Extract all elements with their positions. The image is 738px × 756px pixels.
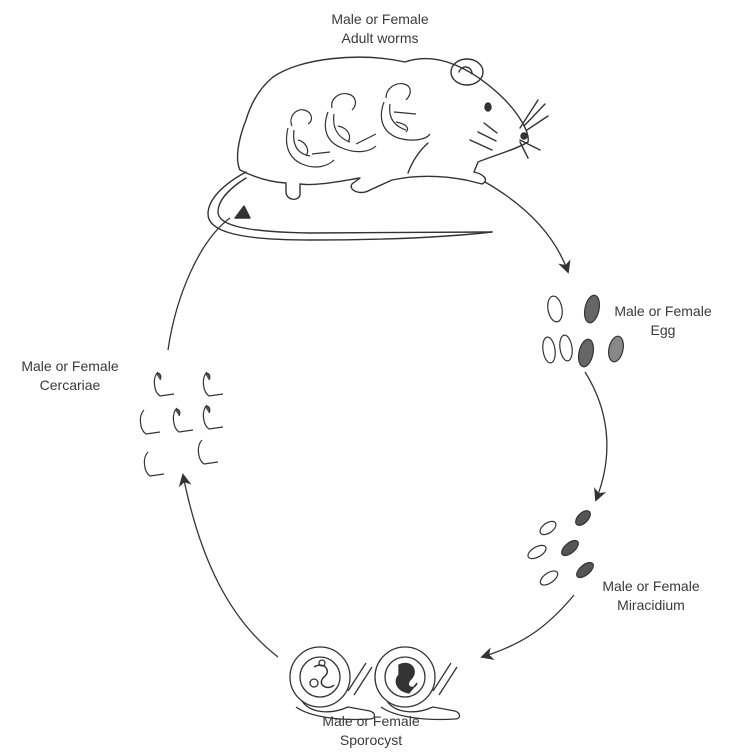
label-cercariae: Male or Female Cercariae: [0, 357, 140, 395]
label-egg: Male or Female Egg: [608, 302, 718, 340]
adult-worm-icon: [287, 110, 334, 167]
miracidium-icon: [573, 508, 593, 528]
egg-icon: [576, 338, 596, 368]
label-line: Male or Female: [296, 712, 446, 731]
adult-worm-icon: [381, 84, 430, 140]
adult-worm-icon: [325, 94, 376, 152]
label-line: Male or Female: [608, 302, 718, 321]
sporocyst-icon: [396, 663, 417, 693]
cercaria-icon: [154, 372, 174, 396]
cycle-arrow: [585, 372, 607, 500]
label-adult-worms: Male or Female Adult worms: [290, 10, 470, 48]
egg-icon: [541, 336, 557, 363]
miracidium-cluster: [526, 508, 596, 588]
cycle-arrows: [168, 182, 607, 657]
cycle-arrow: [168, 218, 230, 350]
label-line: Male or Female: [290, 10, 470, 29]
label-miracidium: Male or Female Miracidium: [586, 577, 716, 615]
label-line: Sporocyst: [296, 731, 446, 750]
miracidium-icon: [559, 538, 581, 559]
snail-icon: [290, 647, 375, 720]
miracidium-icon: [538, 519, 558, 538]
label-line: Male or Female: [586, 577, 716, 596]
egg-icon: [546, 295, 564, 323]
label-line: Egg: [608, 321, 718, 340]
label-sporocyst: Male or Female Sporocyst: [296, 712, 446, 750]
adult-worms-group: [287, 84, 430, 167]
miracidium-icon: [526, 543, 548, 562]
label-line: Adult worms: [290, 29, 470, 48]
cycle-arrow: [482, 595, 574, 657]
snail-group: [290, 647, 460, 720]
cercaria-icon: [140, 410, 160, 434]
cercariae-group: [140, 372, 223, 476]
label-line: Cercariae: [0, 376, 140, 395]
cycle-arrow: [183, 475, 278, 657]
snail-icon: [375, 647, 460, 720]
label-line: Miracidium: [586, 596, 716, 615]
cercaria-icon: [198, 440, 218, 464]
miracidium-icon: [538, 568, 560, 588]
egg-icon: [582, 294, 602, 324]
label-line: Male or Female: [0, 357, 140, 376]
cercaria-icon: [173, 408, 193, 432]
cycle-arrow: [485, 182, 568, 272]
rat-illustration: [208, 57, 548, 240]
cercaria-icon: [203, 372, 223, 396]
cercaria-icon: [203, 405, 223, 429]
egg-icon: [558, 334, 574, 361]
cercaria-icon: [144, 452, 164, 476]
